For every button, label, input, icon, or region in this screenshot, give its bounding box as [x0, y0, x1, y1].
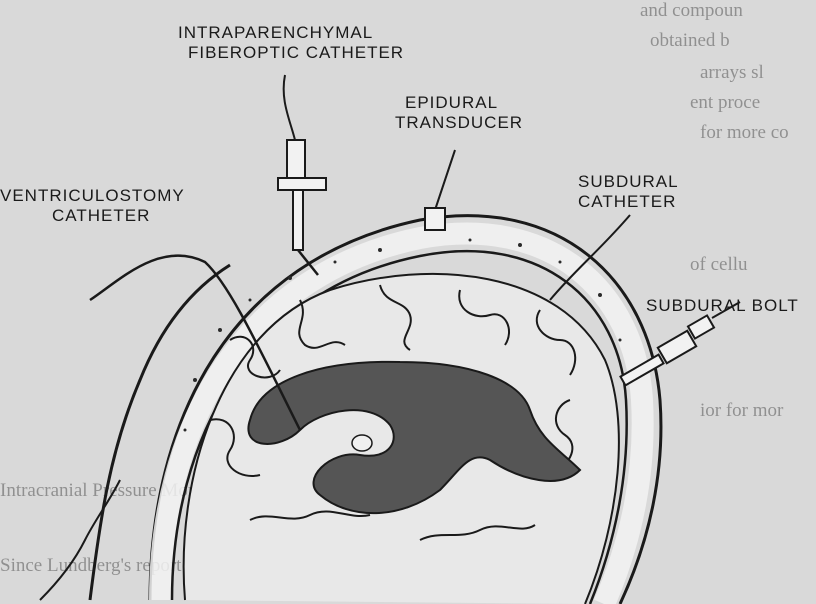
epidural-wire: [435, 150, 455, 210]
epidural-sensor: [425, 208, 445, 230]
fiberoptic-flange: [278, 178, 326, 190]
label-ventriculostomy-catheter: VENTRICULOSTOMY CATHETER: [0, 186, 185, 226]
label-line: TRANSDUCER: [395, 113, 523, 133]
label-epidural-transducer: EPIDURAL TRANSDUCER: [395, 93, 523, 133]
label-line: VENTRICULOSTOMY: [0, 186, 185, 206]
label-line: CATHETER: [578, 192, 679, 212]
ventricle-foramen: [352, 435, 372, 451]
label-line: SUBDURAL: [578, 172, 679, 192]
label-line: INTRAPARENCHYMAL: [178, 23, 404, 43]
label-subdural-bolt: SUBDURAL BOLT: [646, 296, 799, 316]
face-profile: [40, 480, 120, 600]
label-intraparenchymal-catheter: INTRAPARENCHYMAL FIBEROPTIC CATHETER: [178, 23, 404, 63]
label-line: FIBEROPTIC CATHETER: [188, 43, 404, 63]
fiberoptic-cable: [284, 75, 295, 140]
fiberoptic-housing: [287, 140, 305, 178]
label-line: SUBDURAL BOLT: [646, 296, 799, 316]
fiberoptic-shaft: [293, 190, 303, 250]
label-subdural-catheter: SUBDURAL CATHETER: [578, 172, 679, 212]
label-line: CATHETER: [52, 206, 185, 226]
label-line: EPIDURAL: [405, 93, 523, 113]
